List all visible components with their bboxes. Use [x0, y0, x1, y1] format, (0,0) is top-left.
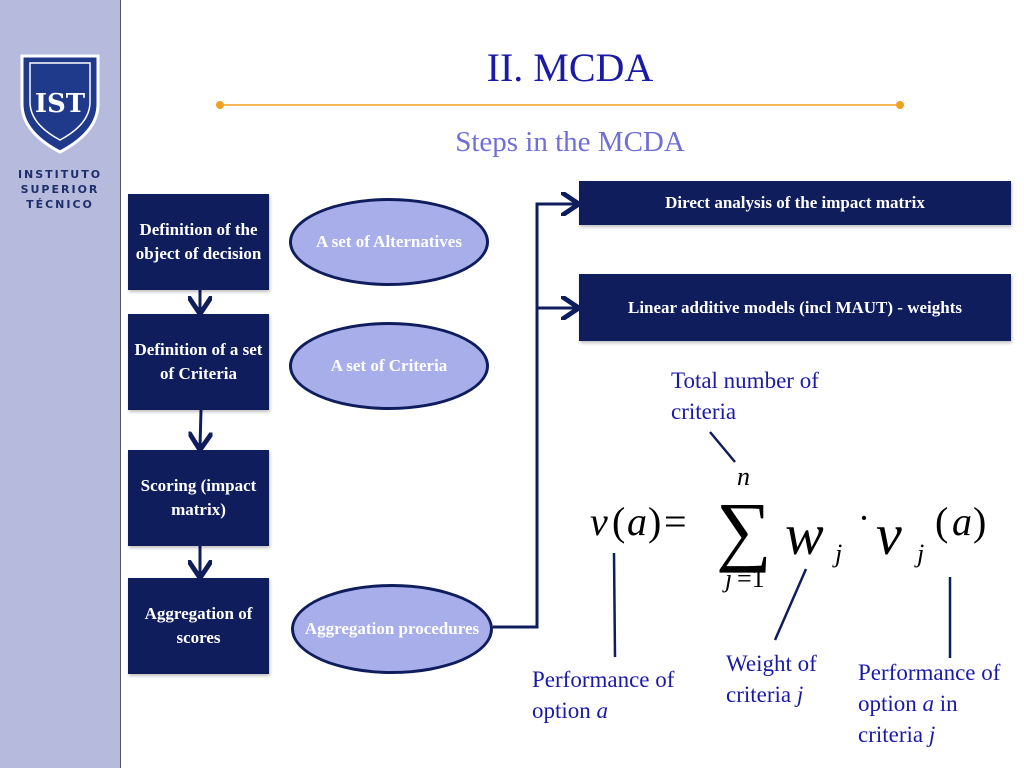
annotation-line: option a	[532, 698, 609, 723]
annotation-line: criteria	[671, 399, 737, 424]
annotation-line: Total number of	[671, 368, 819, 393]
annotation-line: Performance of	[532, 667, 675, 692]
formula-open-paren-2: (	[935, 499, 948, 544]
annotation-performance-criteria: Performance of option a in criteria j	[858, 657, 1000, 750]
ellipse-aggregation-procedures: Aggregation procedures	[291, 584, 493, 674]
step-scoring: Scoring (impact matrix)	[128, 450, 269, 546]
formula-dot: ·	[858, 498, 870, 538]
formula-upper-limit: n	[737, 462, 750, 491]
step-label: Definition of a set of Criteria	[134, 340, 263, 383]
step-set-of-criteria: Definition of a set of Criteria	[128, 314, 269, 410]
ellipse-alternatives: A set of Alternatives	[289, 198, 489, 286]
outcome-linear-additive: Linear additive models (incl MAUT) - wei…	[579, 274, 1011, 341]
connector-to-direct-analysis	[493, 204, 576, 629]
formula-lhs-arg: a	[627, 499, 647, 544]
formula-lower-var: j	[722, 564, 732, 593]
sidebar: IST INSTITUTO SUPERIOR TÉCNICO	[0, 0, 121, 768]
outcome-label: Direct analysis of the impact matrix	[665, 193, 925, 212]
annotation-line: criteria j	[858, 722, 936, 747]
logo-line-1: INSTITUTO	[17, 168, 103, 181]
outcome-label: Linear additive models (incl MAUT) - wei…	[627, 297, 962, 317]
pointer-weight	[773, 568, 808, 641]
step-label: Scoring (impact matrix)	[140, 476, 257, 519]
formula-value-sub: j	[914, 539, 924, 568]
title-rule-dot-right	[896, 101, 904, 109]
annotation-performance-option: Performance of option a	[532, 664, 674, 726]
step-object-of-decision: Definition of the object of decision	[128, 194, 269, 290]
ellipse-label: A set of Alternatives	[316, 232, 462, 251]
annotation-line: Weight of	[726, 651, 817, 676]
pointer-total-criteria	[709, 431, 736, 463]
formula-equals: =	[664, 499, 687, 544]
formula-lower-eq: =1	[737, 564, 765, 593]
title-rule-dot-left	[216, 101, 224, 109]
formula-lhs-fn: v	[590, 499, 608, 544]
step-label: Definition of the object of decision	[135, 220, 262, 263]
formula-sum-sign: ∑	[716, 486, 772, 573]
formula-weight-sub: j	[832, 539, 842, 568]
outcome-direct-analysis: Direct analysis of the impact matrix	[579, 181, 1011, 225]
annotation-total-criteria: Total number of criteria	[671, 365, 819, 427]
annotation-weight: Weight of criteria j	[726, 648, 817, 710]
slide-title: II. MCDA	[486, 45, 654, 90]
logo-monogram: IST	[35, 89, 86, 119]
step-arrow-2	[200, 409, 201, 447]
annotation-line: Performance of	[858, 660, 1001, 685]
slide-subtitle: Steps in the MCDA	[455, 126, 685, 158]
ellipse-label: A set of Criteria	[330, 356, 448, 375]
formula-value: v	[876, 502, 902, 567]
pointer-performance-option	[612, 552, 617, 658]
logo-line-3: TÉCNICO	[26, 198, 94, 211]
step-label: Aggregation of scores	[144, 604, 253, 647]
ellipse-label: Aggregation procedures	[304, 619, 480, 638]
mcda-formula: v ( a ) = ∑ n j =1 w j · v j ( a )	[590, 462, 986, 593]
logo-line-2: SUPERIOR	[20, 183, 100, 196]
annotation-line: option a in	[858, 691, 958, 716]
annotation-line: criteria j	[726, 682, 804, 707]
formula-open-paren-1: (	[612, 499, 625, 544]
formula-close-paren-1: )	[648, 499, 661, 544]
formula-close-paren-2: )	[973, 499, 986, 544]
step-aggregation-of-scores: Aggregation of scores	[128, 578, 269, 674]
ist-shield-logo: IST	[20, 54, 100, 154]
ellipse-criteria: A set of Criteria	[289, 322, 489, 410]
formula-rhs-arg: a	[952, 499, 972, 544]
formula-weight: w	[785, 502, 824, 567]
